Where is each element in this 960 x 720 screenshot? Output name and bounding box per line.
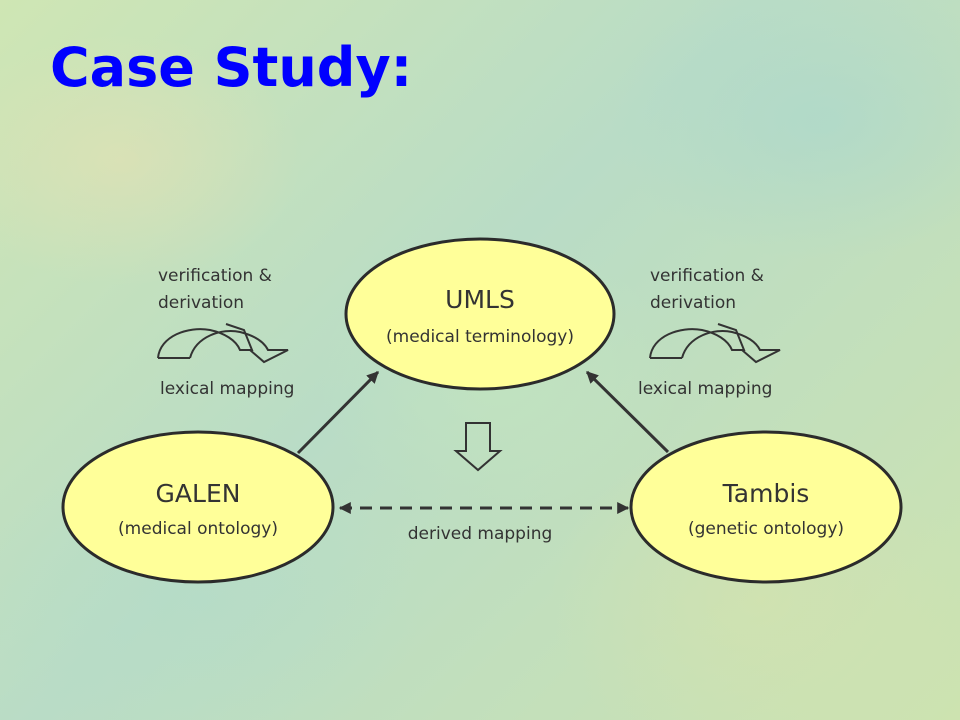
left-verification-label-line2: derivation (158, 293, 244, 313)
tambis-ellipse (629, 430, 903, 584)
right-lexical-mapping-label: lexical mapping (638, 379, 772, 399)
tambis-subtitle: (genetic ontology) (688, 519, 844, 539)
galen-title: GALEN (156, 479, 241, 508)
tambis-to-umls-arrow (585, 370, 670, 454)
slide-title: Case Study: (50, 36, 413, 99)
umls-node: UMLS (medical terminology) (344, 237, 616, 391)
right-curved-arrow-icon (649, 323, 781, 364)
umls-subtitle: (medical terminology) (386, 327, 574, 347)
tambis-title: Tambis (722, 479, 810, 508)
left-verification-label-line1: verification & (158, 266, 272, 286)
tambis-node: Tambis (genetic ontology) (629, 430, 903, 584)
galen-to-umls-arrow (296, 370, 380, 455)
down-arrow-icon (453, 422, 503, 472)
derived-mapping-label: derived mapping (408, 524, 553, 544)
right-verification-label-line1: verification & (650, 266, 764, 286)
galen-subtitle: (medical ontology) (118, 519, 278, 539)
left-curved-arrow-icon (157, 323, 289, 364)
right-verification-label-line2: derivation (650, 293, 736, 313)
umls-ellipse (344, 237, 616, 391)
umls-title: UMLS (445, 285, 515, 314)
left-lexical-mapping-label: lexical mapping (160, 379, 294, 399)
galen-node: GALEN (medical ontology) (61, 430, 335, 584)
galen-ellipse (61, 430, 335, 584)
